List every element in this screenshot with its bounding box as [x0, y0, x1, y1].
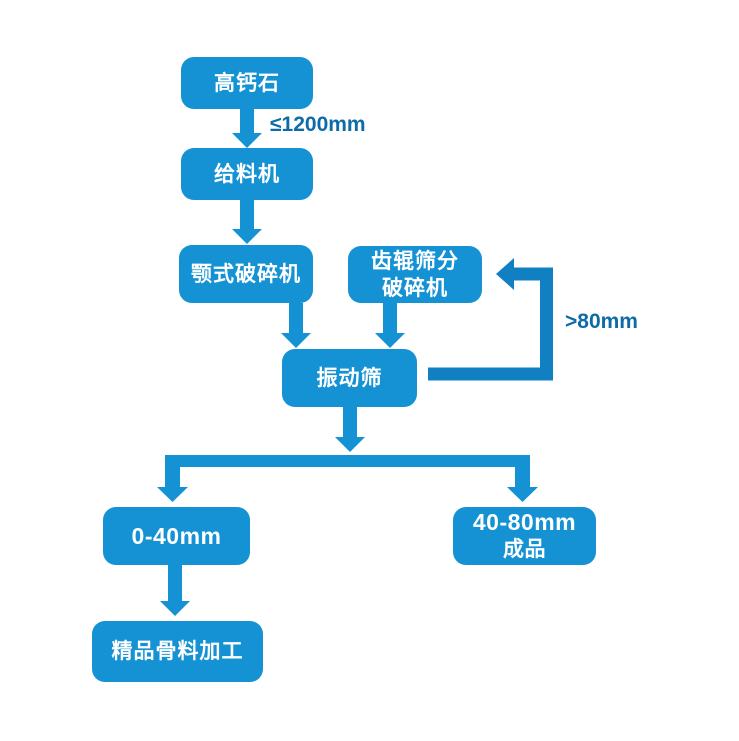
arrow-jaw-crusher-to-screen	[281, 303, 311, 348]
arrow-0-40-to-premium	[160, 565, 190, 616]
node-high-calcium-stone: 高钙石	[181, 57, 313, 109]
node-vibrating-screen: 振动筛	[282, 349, 417, 407]
arrow-stone-to-feeder	[232, 109, 262, 148]
node-toothed-roller-crusher: 齿辊筛分 破碎机	[348, 246, 482, 303]
node-feeder: 给料机	[181, 148, 313, 200]
node-label: 成品	[503, 538, 546, 561]
node-label: 40-80mm	[472, 509, 577, 535]
node-premium-aggregate-processing: 精品骨料加工	[92, 621, 263, 682]
node-jaw-crusher: 颚式破碎机	[179, 245, 313, 303]
node-label: 精品骨料加工	[111, 640, 244, 663]
oversize-return-line	[428, 267, 553, 381]
node-label: 破碎机	[382, 276, 448, 300]
node-label: 给料机	[214, 162, 280, 186]
split-bar	[165, 455, 530, 467]
arrow-roller-crusher-to-screen	[375, 303, 405, 348]
node-0-40mm: 0-40mm	[103, 507, 250, 565]
arrow-screen-to-split	[335, 407, 365, 452]
edge-label-oversize-return: >80mm	[565, 310, 638, 333]
arrow-split-to-40-80	[507, 455, 538, 502]
oversize-return-arrowhead	[496, 258, 514, 290]
arrow-split-to-0-40	[157, 455, 188, 502]
node-label: 高钙石	[214, 71, 280, 95]
node-label: 0-40mm	[131, 522, 222, 549]
edge-label-max-feed-size: ≤1200mm	[270, 113, 366, 136]
node-label: 颚式破碎机	[191, 262, 301, 286]
arrow-feeder-to-jaw-crusher	[232, 199, 262, 244]
node-label: 振动筛	[316, 366, 383, 390]
node-label: 齿辊筛分	[371, 249, 459, 273]
node-40-80mm-product: 40-80mm 成品	[453, 507, 596, 565]
